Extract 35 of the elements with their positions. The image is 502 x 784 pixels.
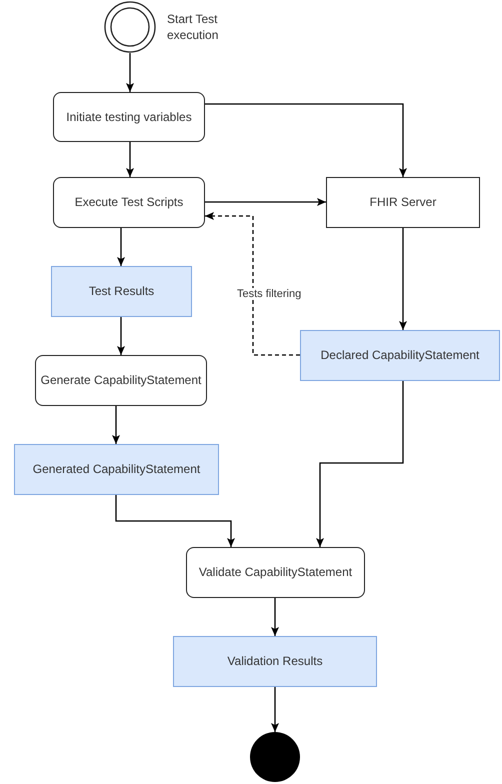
arrow xyxy=(316,381,404,547)
data-box xyxy=(51,266,192,317)
data-box xyxy=(300,330,500,381)
node-label: Declared CapabilityStatement xyxy=(320,347,480,364)
server-box xyxy=(326,177,480,228)
arrow xyxy=(117,317,125,355)
node-label: Initiate testing variables xyxy=(65,108,193,126)
arrow xyxy=(117,228,125,266)
data-box xyxy=(173,636,377,687)
node-label: Validate CapabilityStatement xyxy=(198,564,354,581)
arrow xyxy=(126,53,134,92)
node-label: Generate CapabilityStatement xyxy=(40,372,202,389)
arrow xyxy=(205,198,326,206)
arrow xyxy=(115,495,235,547)
end-event xyxy=(250,732,300,782)
arrow xyxy=(205,103,407,177)
node-caption: Start Test execution xyxy=(167,11,220,44)
node-label: Test Results xyxy=(88,283,156,300)
node-label: Validation Results xyxy=(226,653,324,670)
edge-label: Tests filtering xyxy=(236,288,302,300)
arrow xyxy=(271,598,279,636)
process-box xyxy=(186,547,365,598)
arrow xyxy=(399,228,407,330)
process-box xyxy=(53,177,205,228)
data-box xyxy=(14,444,219,495)
node-label: FHIR Server xyxy=(368,194,438,211)
node-label: Execute Test Scripts xyxy=(74,194,184,211)
node-label: Generated CapabilityStatement xyxy=(32,461,202,478)
start-event xyxy=(104,1,156,53)
arrow xyxy=(112,406,120,444)
arrow xyxy=(126,142,134,177)
process-box xyxy=(53,92,205,142)
process-box xyxy=(35,355,207,406)
arrow xyxy=(271,687,279,732)
arrow xyxy=(205,212,300,356)
